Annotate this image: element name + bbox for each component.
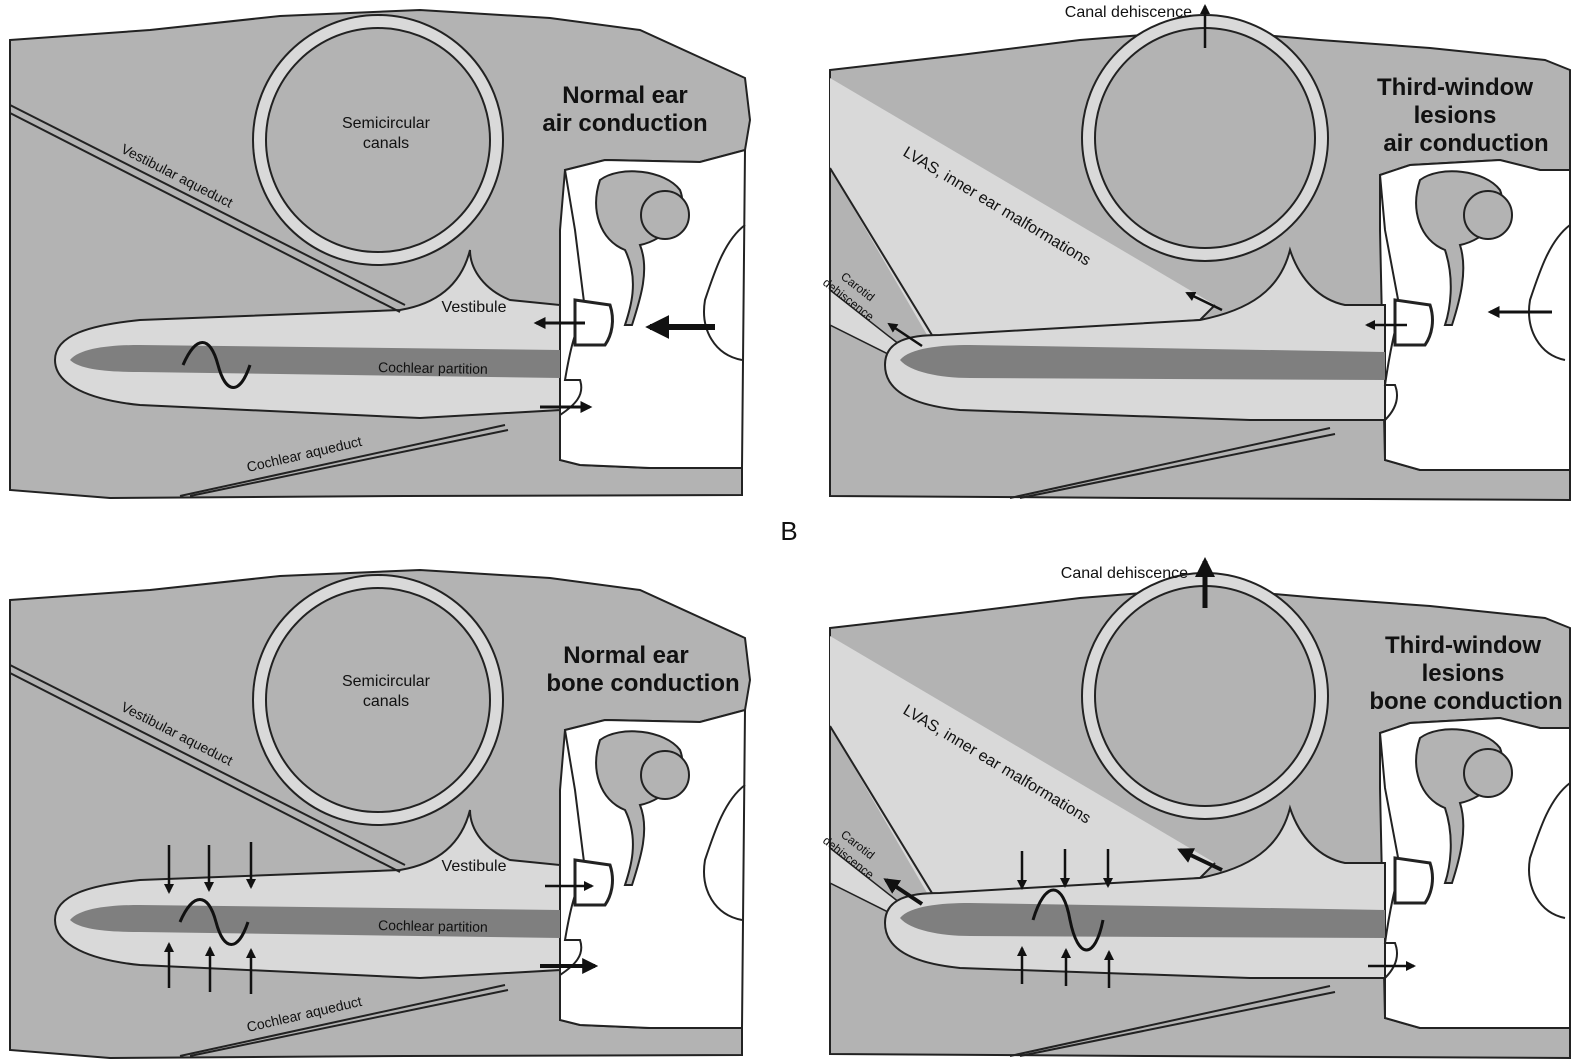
panel-title-line-3: bone conduction — [1369, 688, 1562, 715]
cochlear-partition-label: Cochlear partition — [378, 917, 488, 935]
panel-title-line-1: Normal ear — [563, 642, 688, 669]
vestibule-label: Vestibule — [442, 858, 507, 875]
panel-b-label: B — [780, 516, 797, 546]
semicircular-label-1: Semicircular — [342, 673, 431, 690]
panel-title-line-2: bone conduction — [546, 670, 739, 697]
cochlear-partition-label: Cochlear partition — [378, 359, 488, 377]
semicircular-label-2: canals — [363, 135, 409, 152]
canal-dehiscence-label: Canal dehiscence — [1061, 565, 1188, 582]
panel-title-line-2: lesions — [1422, 660, 1505, 687]
panel-lesion-air: Third-window lesions air conduction Cana… — [820, 4, 1570, 500]
panel-title-line-2: lesions — [1414, 102, 1497, 129]
panel-title-line-2: air conduction — [542, 110, 707, 137]
semicircular-label-2: canals — [363, 693, 409, 710]
vestibule-label: Vestibule — [442, 299, 507, 316]
panel-normal-bone: Normal ear bone conduction Semicircular … — [10, 570, 750, 1058]
panel-title-line-1: Third-window — [1385, 632, 1541, 659]
panel-lesion-bone: Third-window lesions bone conduction Can… — [820, 561, 1570, 1058]
panel-title-line-3: air conduction — [1383, 130, 1548, 157]
panel-normal-air: Normal ear air conduction Semicircular c… — [10, 10, 750, 498]
panel-title-line-1: Third-window — [1377, 74, 1533, 101]
canal-dehiscence-label: Canal dehiscence — [1065, 4, 1192, 21]
panel-title-line-1: Normal ear — [562, 82, 687, 109]
semicircular-label-1: Semicircular — [342, 115, 431, 132]
